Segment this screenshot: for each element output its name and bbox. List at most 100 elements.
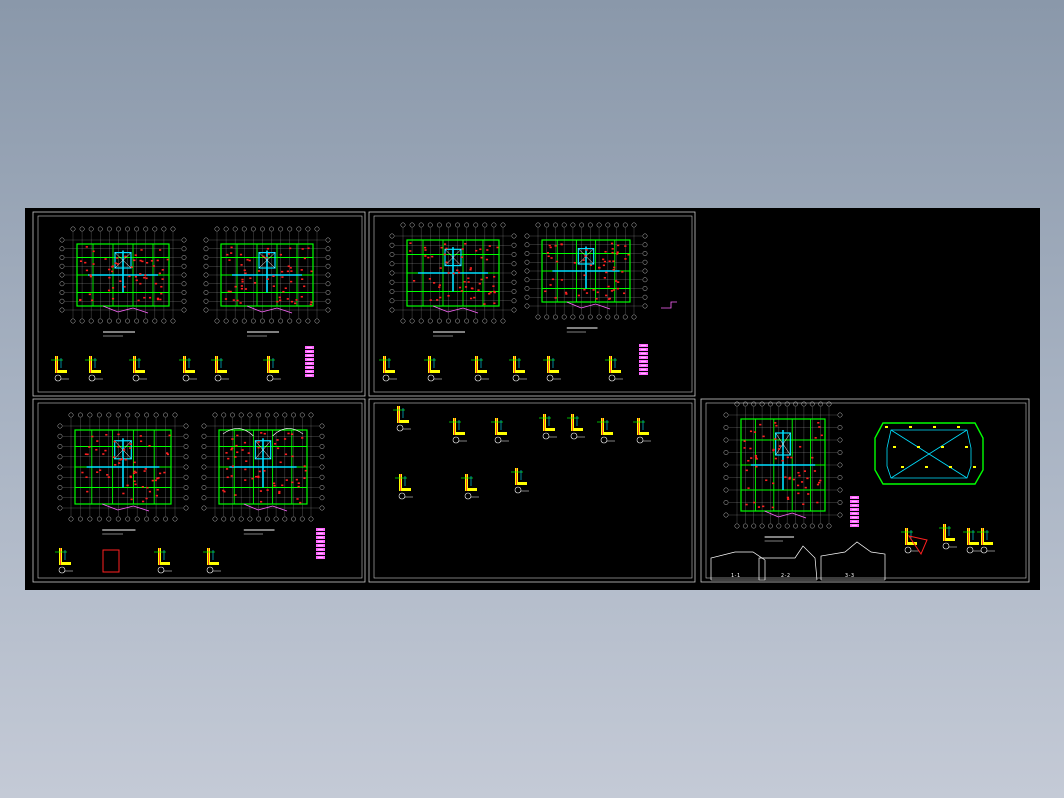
column-mark [549,246,552,249]
column-mark [128,275,131,278]
sheet-inner-border [373,402,693,579]
axis-bubble [201,454,207,460]
column-mark [409,250,412,252]
detail-beam [59,562,71,565]
column-mark [605,294,608,297]
axis-bubble [511,242,517,248]
axis-bubble [553,314,558,320]
detail-beam [981,542,993,545]
column-mark [803,470,806,472]
axis-bubble [59,255,65,260]
column-mark [585,292,589,294]
axis-bubble [325,281,331,287]
column-mark [551,278,555,281]
axis-bubble [500,318,506,324]
sheet-frame-3 [32,398,366,583]
column-mark [431,255,434,258]
column-mark [289,247,292,250]
detail-marker [636,436,644,444]
axis-bubble [837,475,843,480]
column-mark [284,287,287,290]
detail-marker [182,374,190,382]
axis-bubble [97,226,103,232]
column-mark [624,258,627,260]
opening-cross [775,432,791,456]
detail-beam [397,420,409,423]
column-mark [429,299,432,301]
axis-bubble [144,516,150,522]
detail-beam [475,370,487,373]
axis-bubble [561,222,567,228]
axis-bubble [269,226,274,232]
axis-bubble [784,401,790,407]
axis-bubble [622,314,628,320]
axis-bubble [287,318,293,324]
axis-bubble [223,226,229,232]
axis-bubble [325,263,331,269]
axis-bubble [201,474,207,480]
column-mark [122,492,125,495]
opening-cross [444,249,462,266]
axis-bubble [776,401,782,407]
column-mark [759,423,762,426]
detail-marker [608,374,616,382]
column-mark [585,249,588,251]
column-mark [604,250,607,253]
column-mark [289,267,292,269]
axis-bubble [642,294,648,300]
axis-bubble [325,290,331,295]
detail-beam [215,370,227,373]
axis-bubble [524,294,530,300]
dimension-leader [432,305,479,314]
column-mark [554,297,557,299]
column-mark [778,445,781,447]
axis-bubble [57,433,63,439]
sheet-frame-2 [368,211,696,397]
roof-column [893,446,896,448]
axis-bubble [759,401,765,407]
axis-bubble [214,318,220,324]
axis-bubble [183,474,189,480]
column-mark [253,282,257,284]
axis-bubble [464,318,470,324]
column-mark [577,294,580,297]
axis-bubble [473,222,479,228]
column-mark [89,274,92,276]
column-mark [597,266,601,269]
axis-bubble [153,412,159,418]
axis-bubble [826,401,832,407]
column-mark [166,453,170,456]
column-mark [743,440,746,442]
curved-wall [272,428,304,437]
axis-bubble [524,242,530,248]
column-mark [278,296,281,299]
column-mark [424,255,427,257]
column-mark [236,434,239,437]
axis-bubble [203,298,209,304]
axis-bubble [125,226,130,232]
column-mark [747,487,750,489]
column-mark [279,461,282,464]
axis-bubble [511,307,517,313]
column-mark [297,485,300,488]
roof-column [949,466,952,468]
axis-bubble [57,454,63,460]
column-mark [301,248,304,250]
column-mark [228,259,231,261]
column-mark [148,296,152,299]
column-mark [573,261,576,264]
axis-bubble [183,423,189,429]
column-mark [143,470,146,472]
axis-bubble [436,222,442,228]
axis-bubble [57,485,63,490]
column-mark [281,276,284,278]
roof-column [925,466,928,468]
column-mark [300,269,303,271]
axis-bubble [482,318,488,324]
column-mark [239,253,243,256]
column-mark [135,279,138,282]
column-mark [124,458,127,461]
detail-beam [465,488,477,491]
column-mark [225,452,228,454]
